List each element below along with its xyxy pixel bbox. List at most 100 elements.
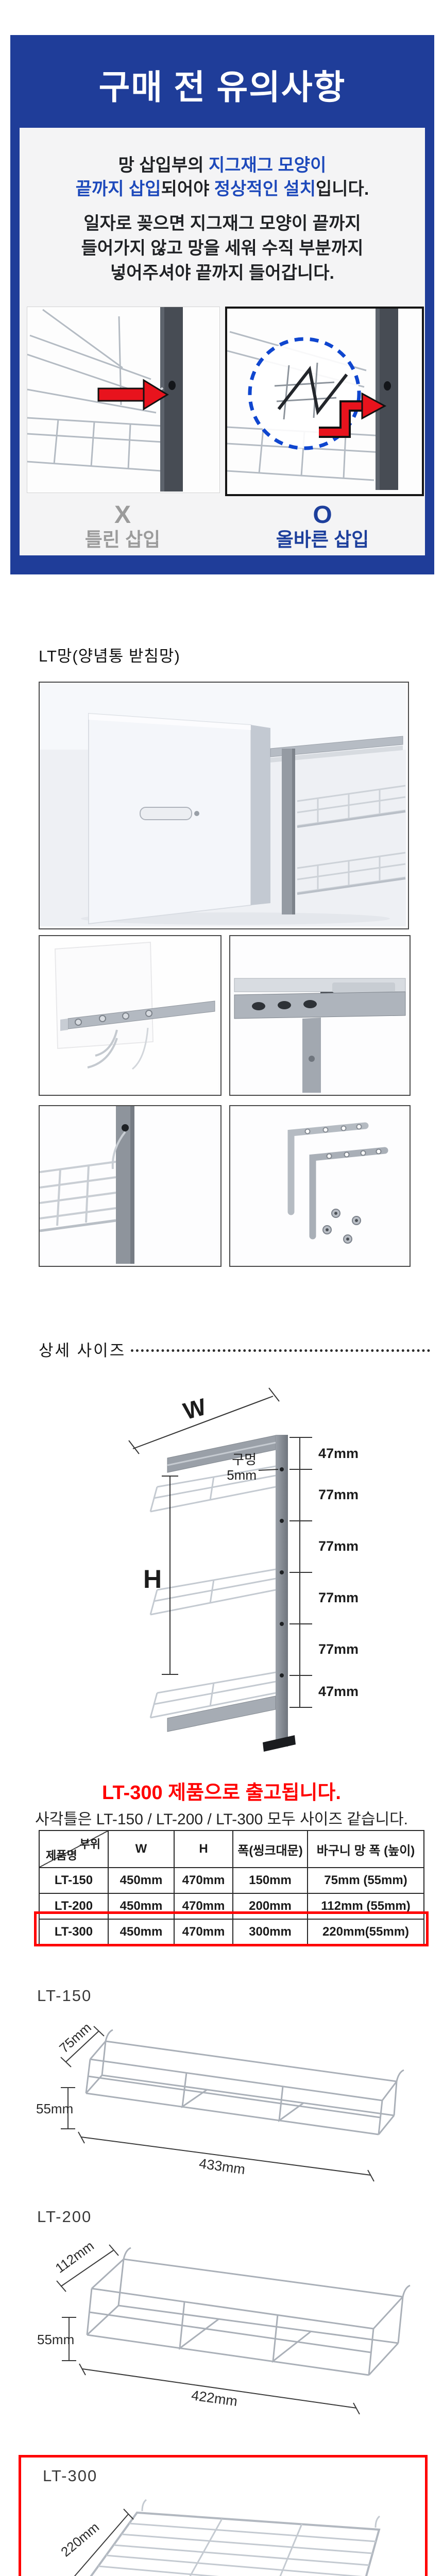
- correct-label: 올바른 삽입: [276, 529, 369, 550]
- dim-seg-4: 77mm: [318, 1641, 359, 1657]
- table-header-row: 부위 제품명 W H 폭(씽크대문) 바구니 망 폭 (높이): [39, 1830, 424, 1868]
- wrong-mark: X: [114, 501, 131, 529]
- straight-arrow-icon: [97, 379, 169, 411]
- cell-name: LT-200: [39, 1893, 109, 1920]
- dim-seg-3: 77mm: [318, 1590, 359, 1605]
- lt300-highlight-box: LT-300: [19, 2455, 428, 2576]
- table-corner-cell: 부위 제품명: [39, 1830, 109, 1868]
- size-heading-text: 상세 사이즈: [39, 1342, 126, 1360]
- dotted-leader: [131, 1349, 430, 1352]
- correct-insertion-illustration: [227, 309, 418, 490]
- dim-seg-5: 47mm: [318, 1684, 359, 1699]
- size-diagram-illustration: W: [128, 1387, 359, 1752]
- cell-basket: 220mm(55mm): [307, 1919, 424, 1945]
- frame-size-note: 사각틀은 LT-150 / LT-200 / LT-300 모두 사이즈 같습니…: [35, 1811, 408, 1828]
- photo-cabinet-pullout: [39, 682, 409, 929]
- correct-mark: O: [313, 501, 332, 529]
- photo-wrong-insertion: [27, 307, 220, 493]
- dim-seg-0: 47mm: [318, 1446, 359, 1461]
- basket-on-rail-illustration: [39, 1106, 218, 1264]
- p1-seg-highlight: 정상적인 설치: [214, 179, 316, 199]
- lt200-depth-label: 112mm: [53, 2238, 97, 2276]
- lt150-height-label: 55mm: [36, 2101, 73, 2116]
- p1-seg-highlight: 지그재그 모양이: [208, 156, 327, 175]
- notice-paragraph-1: 망 삽입부의 지그재그 모양이 끝까지 삽입되어야 정상적인 설치입니다.: [20, 154, 425, 201]
- col-header-basket: 바구니 망 폭 (높이): [307, 1830, 424, 1868]
- cell-width: 300mm: [232, 1919, 308, 1945]
- corner-top-label: 부위: [79, 1838, 100, 1851]
- photo-brackets-screws: [229, 1105, 411, 1267]
- lt150-basket-illustration: 75mm 55mm 433mm: [36, 2020, 404, 2182]
- cell-h: 470mm: [174, 1919, 233, 1945]
- dim-seg-2: 77mm: [318, 1538, 359, 1554]
- corner-bottom-label: 제품명: [46, 1849, 77, 1862]
- p1-seg: 입니다.: [316, 179, 369, 199]
- purchase-notice-box: 구매 전 유의사항 망 삽입부의 지그재그 모양이 끝까지 삽입되어야 정상적인…: [10, 35, 434, 574]
- size-table: 부위 제품명 W H 폭(씽크대문) 바구니 망 폭 (높이) LT-150 4…: [39, 1830, 424, 1945]
- lt150-drawing: 75mm 55mm 433mm: [36, 2009, 412, 2184]
- lt200-label: LT-200: [37, 2208, 92, 2226]
- lt300-drawing: 220mm 55mm 454mm: [42, 2489, 407, 2576]
- cell-w: 450mm: [108, 1919, 175, 1945]
- wrong-label: 틀린 삽입: [84, 529, 161, 550]
- cabinet-pullout-illustration: [40, 683, 406, 926]
- ship-note: LT-300 제품으로 출고됩니다.: [102, 1782, 341, 1804]
- lt200-length-label: 422mm: [191, 2387, 238, 2409]
- size-section-heading: 상세 사이즈: [39, 1337, 430, 1361]
- table-row-lt200: LT-200 450mm 470mm 200mm 112mm (55mm): [39, 1893, 424, 1920]
- cell-width: 200mm: [232, 1893, 308, 1920]
- notice-panel: 망 삽입부의 지그재그 모양이 끝까지 삽입되어야 정상적인 설치입니다. 일자…: [20, 128, 425, 555]
- cell-name: LT-300: [39, 1919, 109, 1945]
- p1-seg-highlight: 끝까지 삽입: [75, 179, 161, 199]
- zigzag-arrow-icon: [319, 392, 387, 438]
- correct-insertion-caption: O 올바른 삽입: [223, 502, 422, 551]
- lt150-length-label: 433mm: [198, 2156, 246, 2177]
- lt300-basket-illustration: 220mm 55mm 454mm: [58, 2499, 381, 2576]
- table-row-lt150: LT-150 450mm 470mm 150mm 75mm (55mm): [39, 1867, 424, 1894]
- table-row-lt300: LT-300 450mm 470mm 300mm 220mm(55mm): [39, 1919, 424, 1945]
- cell-name: LT-150: [39, 1867, 109, 1894]
- cell-basket: 112mm (55mm): [307, 1893, 424, 1920]
- cell-w: 450mm: [108, 1867, 175, 1894]
- p2-line: 일자로 꽂으면 지그재그 모양이 끝까지: [83, 214, 361, 233]
- dim-w-label: W: [180, 1393, 209, 1425]
- cell-h: 470mm: [174, 1867, 233, 1894]
- lt200-basket-illustration: 112mm 55mm 422mm: [37, 2238, 411, 2415]
- lt200-drawing: 112mm 55mm 422mm: [36, 2231, 412, 2419]
- notice-title: 구매 전 유의사항: [98, 68, 346, 106]
- hole-label-1: 구멍: [232, 1452, 257, 1467]
- wrong-insertion-caption: X 틀린 삽입: [23, 502, 223, 551]
- cell-w: 450mm: [108, 1893, 175, 1920]
- lt200-height-label: 55mm: [37, 2332, 74, 2347]
- cell-h: 470mm: [174, 1893, 233, 1920]
- screws: [322, 1209, 361, 1244]
- mount-bracket-illustration: [40, 936, 218, 1093]
- p2-line: 넣어주셔야 끝까지 들어갑니다.: [110, 263, 334, 283]
- product-title: LT망(양념통 받침망): [39, 647, 180, 665]
- notice-paragraph-2: 일자로 꽂으면 지그재그 모양이 끝까지 들어가지 않고 망을 세워 수직 부분…: [20, 211, 425, 285]
- photo-slide-rail: [229, 935, 411, 1096]
- photo-correct-insertion: [225, 307, 424, 496]
- p1-seg: 망 삽입부의: [118, 156, 209, 175]
- zoom-circle-icon: [248, 337, 361, 450]
- photo-basket-on-rail: [39, 1105, 222, 1267]
- p2-line: 들어가지 않고 망을 세워 수직 부분까지: [81, 239, 364, 258]
- hole-label-2: 5mm: [227, 1467, 257, 1483]
- lt300-depth-label: 220mm: [58, 2519, 102, 2560]
- size-diagram: W: [118, 1386, 407, 1772]
- lt150-depth-label: 75mm: [56, 2020, 94, 2056]
- brackets-screws-illustration: [230, 1106, 407, 1264]
- col-header-w: W: [108, 1830, 175, 1868]
- lt150-label: LT-150: [37, 1987, 92, 2005]
- slide-rail-illustration: [230, 936, 407, 1093]
- dim-h-label: H: [143, 1565, 162, 1594]
- dim-seg-1: 77mm: [318, 1487, 359, 1502]
- photo-mount-bracket: [39, 935, 222, 1096]
- door-handle: [140, 807, 192, 820]
- col-header-width: 폭(씽크대문): [232, 1830, 308, 1868]
- cell-width: 150mm: [232, 1867, 308, 1894]
- lt300-label: LT-300: [43, 2467, 98, 2485]
- col-header-h: H: [174, 1830, 233, 1868]
- wrong-insertion-illustration: [27, 307, 218, 492]
